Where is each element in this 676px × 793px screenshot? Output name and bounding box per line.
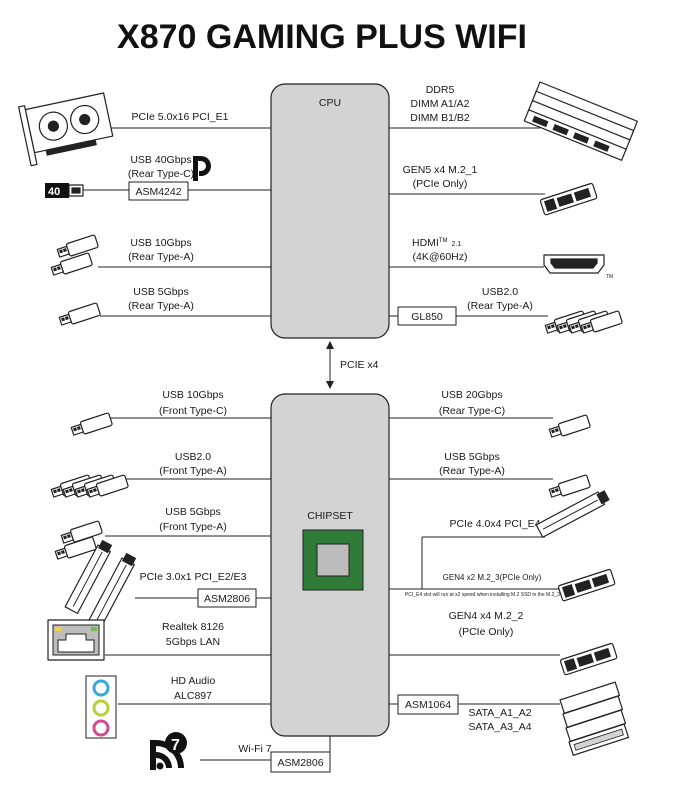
usb40-label-1: USB 40Gbps <box>130 154 191 166</box>
chipset-label: CHIPSET <box>307 510 353 522</box>
asm1064-label: ASM1064 <box>405 699 451 711</box>
page-title: X870 GAMING PLUS WIFI <box>117 18 527 56</box>
usb5-rear2-label-1: USB 5Gbps <box>444 451 499 463</box>
sata-drive-icon <box>559 681 630 756</box>
wifi7-badge: 7 <box>171 737 180 754</box>
lan-label-2: 5Gbps LAN <box>166 636 220 648</box>
usb20-rear-label-2: (Rear Type-C) <box>439 405 505 417</box>
pcie-gpu-label: PCIe 5.0x16 PCI_E1 <box>132 111 229 123</box>
usb5-rear2-label-2: (Rear Type-A) <box>439 465 505 477</box>
usb10-rear-label-1: USB 10Gbps <box>130 237 191 249</box>
usb-stick-icon <box>69 412 114 439</box>
usb10-front-label-2: (Front Type-C) <box>159 405 227 417</box>
pcie-x4-label: PCIE x4 <box>340 359 379 371</box>
chipset-die <box>316 543 350 577</box>
graphics-card-icon <box>18 92 114 167</box>
m2-2-label-1: GEN4 x4 M.2_2 <box>449 610 524 622</box>
usb2-rear-label-2: (Rear Type-A) <box>467 300 533 312</box>
pcie4-label: PCIe 4.0x4 PCI_E4 <box>449 518 540 530</box>
audio-label-1: HD Audio <box>171 675 216 687</box>
usb-stick-icon <box>49 474 130 501</box>
m2-3-note: PCI_E4 slot will run at x2 speed when in… <box>405 592 570 598</box>
thunderbolt-40-icon: 40 <box>45 183 84 198</box>
hdmi-label-2: (4K@60Hz) <box>412 251 467 263</box>
pcie23-label: PCIe 3.0x1 PCI_E2/E3 <box>140 571 247 583</box>
usb-stick-icon <box>57 302 102 329</box>
sata-label-2: SATA_A3_A4 <box>468 721 531 733</box>
usb5-rear-label-1: USB 5Gbps <box>133 286 188 298</box>
usb-stick-icon <box>543 310 624 337</box>
m2-ssd-icon <box>539 182 598 216</box>
usb5-front-label-2: (Front Type-A) <box>159 521 227 533</box>
asm2806-wifi-chip <box>270 751 331 773</box>
pcie-slot-icon <box>535 488 611 538</box>
usb-stick-icon <box>547 414 592 441</box>
usb-stick-icon <box>547 474 592 501</box>
ethernet-port-icon <box>47 619 105 661</box>
m2-1-label-2: (PCIe Only) <box>413 178 468 190</box>
dimm-icon <box>523 81 638 161</box>
sata-label-1: SATA_A1_A2 <box>468 707 531 719</box>
usb2-front-label-2: (Front Type-A) <box>159 465 227 477</box>
audio-jack-icon <box>85 675 117 739</box>
cpu-block <box>270 83 390 339</box>
usb2-rear-label-1: USB2.0 <box>482 286 518 298</box>
asm4242-chip <box>128 181 189 201</box>
m2-ssd-icon <box>559 642 618 676</box>
displayport-icon <box>193 156 211 181</box>
usb10-rear-label-2: (Rear Type-A) <box>128 251 194 263</box>
pcie-x4-link <box>326 341 334 389</box>
lan-label-1: Realtek 8126 <box>162 621 224 633</box>
m2-ssd-icon <box>557 568 616 602</box>
usb10-front-label-1: USB 10Gbps <box>162 389 223 401</box>
asm2806-wifi-label: ASM2806 <box>277 757 323 769</box>
audio-label-2: ALC897 <box>174 690 212 702</box>
usb40-label-2: (Rear Type-C) <box>128 168 194 180</box>
cpu-label: CPU <box>319 97 341 109</box>
asm4242-label: ASM4242 <box>135 186 181 198</box>
usb5-front-label-1: USB 5Gbps <box>165 506 220 518</box>
ddr5-label-1: DDR5 <box>426 84 455 96</box>
wifi-label: Wi-Fi 7 <box>238 743 271 755</box>
m2-3-label: GEN4 x2 M.2_3(PCIe Only) <box>443 573 542 582</box>
ddr5-label-3: DIMM B1/B2 <box>410 112 470 124</box>
wifi7-icon: 7 <box>150 732 187 770</box>
gl850-label: GL850 <box>411 311 443 323</box>
m2-1-label-1: GEN5 x4 M.2_1 <box>403 164 478 176</box>
thunderbolt-40-badge: 40 <box>48 186 60 198</box>
m2-2-label-2: (PCIe Only) <box>459 626 514 638</box>
asm2806-pcie-label: ASM2806 <box>204 593 250 605</box>
usb-stick-icon <box>49 234 100 279</box>
svg-text:TM: TM <box>606 274 613 280</box>
hdmi-port-icon: TM <box>543 254 613 280</box>
usb2-front-label-1: USB2.0 <box>175 451 211 463</box>
ddr5-label-2: DIMM A1/A2 <box>411 98 470 110</box>
usb20-rear-label-1: USB 20Gbps <box>441 389 502 401</box>
usb5-rear-label-2: (Rear Type-A) <box>128 300 194 312</box>
